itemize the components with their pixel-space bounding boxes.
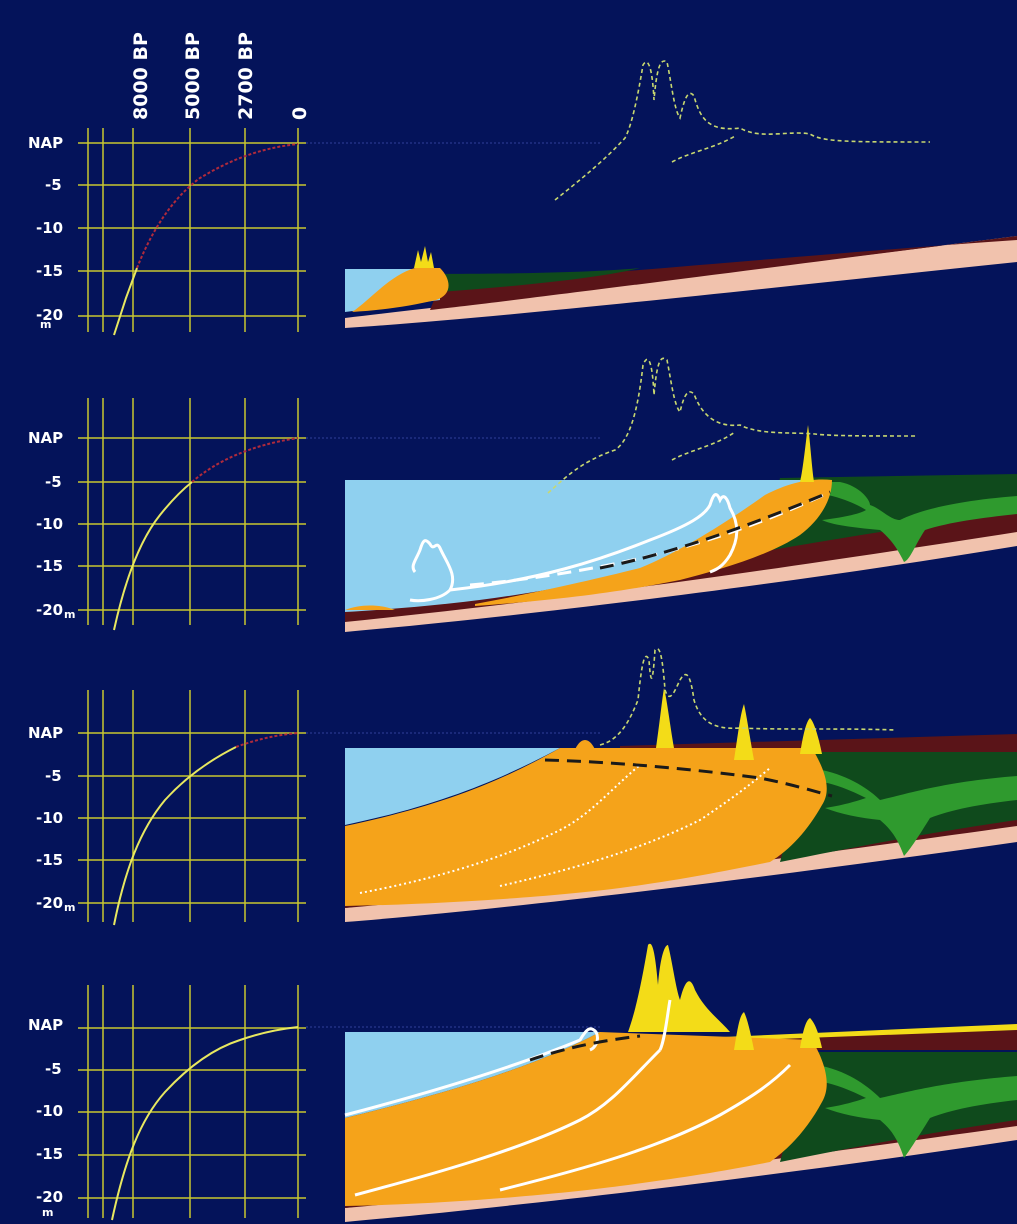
chart-grid bbox=[78, 985, 306, 1218]
panel-stage-3: NAP -5 -10 -15 -20 m bbox=[28, 648, 1017, 926]
depth-label-15: -15 bbox=[36, 557, 63, 575]
dune-2 bbox=[656, 688, 674, 748]
dune-3 bbox=[734, 704, 754, 760]
dune bbox=[800, 425, 814, 482]
sea bbox=[345, 748, 560, 825]
depth-label-5: -5 bbox=[45, 176, 62, 194]
depth-label-15: -15 bbox=[36, 262, 63, 280]
time-label-2700bp: 2700 BP bbox=[235, 32, 257, 120]
panel-stage-1: NAP -5 -10 -15 -20 m bbox=[28, 60, 1017, 336]
depth-label-20: -20 bbox=[36, 894, 63, 912]
depth-label-20: -20 bbox=[36, 601, 63, 619]
dune-1 bbox=[574, 740, 596, 752]
depth-label-5: -5 bbox=[45, 1060, 62, 1078]
dune-complex bbox=[628, 943, 730, 1032]
time-label-5000bp: 5000 BP bbox=[182, 32, 204, 120]
chart-grid bbox=[78, 690, 306, 922]
curve-future bbox=[235, 732, 299, 748]
dune bbox=[414, 246, 434, 268]
barrier-sand bbox=[345, 748, 827, 906]
depth-label-nap: NAP bbox=[28, 429, 63, 447]
depth-label-nap: NAP bbox=[28, 134, 63, 152]
dune-3 bbox=[800, 1018, 822, 1048]
chart-grid bbox=[78, 398, 306, 625]
surface-yellow bbox=[700, 1024, 1017, 1042]
panel-stage-4: NAP -5 -10 -15 -20 m bbox=[28, 943, 1017, 1222]
cross-section bbox=[345, 425, 1017, 632]
depth-label-15: -15 bbox=[36, 851, 63, 869]
sediment-transport-arrows-dark bbox=[599, 490, 831, 570]
depth-label-10: -10 bbox=[36, 219, 63, 237]
depth-label-nap: NAP bbox=[28, 1016, 63, 1034]
barrier-sand bbox=[475, 479, 832, 606]
clay-light-green bbox=[800, 476, 1017, 562]
sea-level-chart: NAP -5 -10 -15 -20 m bbox=[28, 398, 306, 631]
dune-2 bbox=[734, 1012, 754, 1050]
clay-layer bbox=[430, 268, 640, 292]
clay-light-green bbox=[822, 1066, 1017, 1158]
depth-label-5: -5 bbox=[45, 473, 62, 491]
time-axis-labels: 8000 BP 5000 BP 2700 BP 0 bbox=[130, 32, 311, 120]
depth-label-10: -10 bbox=[36, 515, 63, 533]
pleistocene-base bbox=[345, 236, 1017, 328]
sea-level-chart: NAP -5 -10 -15 -20 m bbox=[28, 690, 306, 926]
depth-label-5: -5 bbox=[45, 767, 62, 785]
sea-level-chart: NAP -5 -10 -15 -20 m bbox=[28, 128, 306, 336]
former-coastline-white bbox=[409, 493, 739, 603]
curve-past bbox=[113, 746, 237, 926]
sea-level-profile-dashed bbox=[599, 648, 896, 746]
time-label-8000bp: 8000 BP bbox=[130, 32, 152, 120]
sea-level-chart: NAP -5 -10 -15 -20 m bbox=[28, 985, 306, 1221]
depth-unit: m bbox=[64, 901, 75, 914]
depth-label-10: -10 bbox=[36, 1102, 63, 1120]
cross-section bbox=[345, 688, 1017, 922]
sea-level-profile-dashed bbox=[554, 60, 931, 201]
depth-label-15: -15 bbox=[36, 1145, 63, 1163]
panel-stage-2: NAP -5 -10 -15 -20 m bbox=[28, 357, 1017, 632]
curve-past bbox=[113, 267, 138, 336]
dune-4 bbox=[800, 718, 822, 754]
barrier-sand bbox=[352, 268, 449, 312]
sea bbox=[345, 480, 812, 612]
depth-label-nap: NAP bbox=[28, 724, 63, 742]
barrier-sand-offshore bbox=[345, 605, 395, 610]
curve-future bbox=[191, 437, 299, 483]
depth-unit: m bbox=[42, 1206, 53, 1219]
cross-section bbox=[345, 236, 1017, 328]
chart-grid bbox=[78, 128, 306, 332]
former-coastlines-dotted bbox=[359, 764, 771, 894]
depth-unit: m bbox=[64, 608, 75, 621]
sediment-transport-arrows bbox=[529, 1034, 641, 1062]
former-coastlines-white bbox=[344, 999, 792, 1197]
depth-label-20: -20 bbox=[36, 1188, 63, 1206]
depth-unit: m bbox=[40, 318, 51, 331]
curve-past bbox=[111, 1026, 299, 1221]
depth-label-20: -20 bbox=[36, 306, 63, 324]
sea-level-profile-dashed bbox=[547, 357, 919, 494]
depth-label-10: -10 bbox=[36, 809, 63, 827]
sediment-transport-arrows bbox=[544, 758, 833, 798]
curve-past bbox=[113, 481, 193, 631]
clay-light-green bbox=[822, 770, 1017, 856]
curve-future bbox=[136, 143, 299, 269]
peat-layer bbox=[430, 236, 1017, 310]
time-label-0: 0 bbox=[289, 107, 311, 120]
